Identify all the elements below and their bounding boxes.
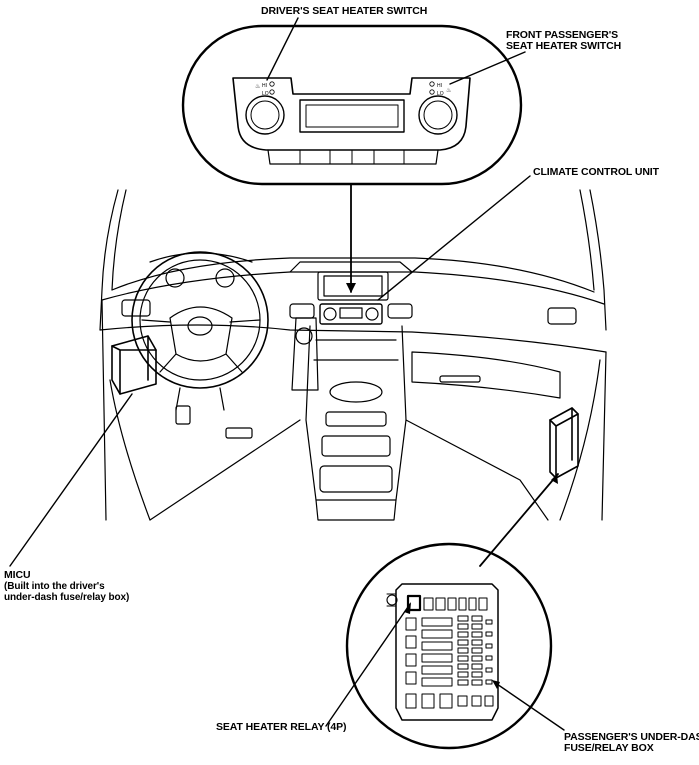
svg-text:♨: ♨ xyxy=(255,83,260,90)
micu-leader xyxy=(9,393,133,567)
driver-seat-heater-switch: ♨ HI LO xyxy=(255,81,275,97)
climate-control-unit xyxy=(319,303,383,325)
passenger-seat-heater-switch: HI LO ♨ xyxy=(429,81,451,97)
driver-switch-leader xyxy=(266,17,299,81)
switch-panel-inset: ♨ HI LO HI LO ♨ xyxy=(181,24,523,186)
steering-wheel xyxy=(131,251,269,389)
dashboard-illustration xyxy=(99,189,607,521)
relay-leader xyxy=(325,603,411,727)
driver-lo-marking: LO xyxy=(262,91,269,97)
climate-control-leader xyxy=(377,175,531,301)
passenger-hi-marking: HI xyxy=(437,83,442,89)
micu-label-line3: under-dash fuse/relay box) xyxy=(4,592,130,603)
driver-hi-marking: HI xyxy=(262,83,267,89)
passenger-switch-leader xyxy=(449,51,526,85)
micu-label-title: MICU xyxy=(4,569,31,581)
passenger-switch-label-line2: SEAT HEATER SWITCH xyxy=(506,40,622,52)
passenger-lo-marking: LO xyxy=(437,91,444,97)
driver-seat-heater-switch-label: DRIVER'S SEAT HEATER SWITCH xyxy=(261,5,428,17)
climate-control-unit-label: CLIMATE CONTROL UNIT xyxy=(533,166,659,178)
passenger-seat-heater-switch-label: FRONT PASSENGER'S SEAT HEATER SWITCH xyxy=(506,30,621,52)
passenger-box-connector xyxy=(479,473,559,567)
svg-text:♨: ♨ xyxy=(446,87,451,94)
fuse-box-inset xyxy=(345,542,553,750)
seat-heater-relay-label: SEAT HEATER RELAY (4P) xyxy=(216,721,347,733)
micu-label-line2: (Built into the driver's xyxy=(4,581,105,592)
passenger-temperature-knob xyxy=(418,95,458,135)
fuse-box-leader xyxy=(493,681,565,731)
passenger-under-dash-fuse-box-label: PASSENGER'S UNDER-DASH FUSE/RELAY BOX xyxy=(564,732,699,754)
passenger-switch-label-line1: FRONT PASSENGER'S xyxy=(506,29,619,41)
micu-box xyxy=(111,335,157,395)
seat-heater-relay xyxy=(406,594,422,612)
passenger-fuse-box-small xyxy=(549,407,579,479)
driver-temperature-knob xyxy=(245,95,285,135)
passenger-box-label-line2: FUSE/RELAY BOX xyxy=(564,742,654,754)
micu-label: MICU (Built into the driver's under-dash… xyxy=(4,569,130,604)
passenger-box-label-line1: PASSENGER'S UNDER-DASH xyxy=(564,731,699,743)
